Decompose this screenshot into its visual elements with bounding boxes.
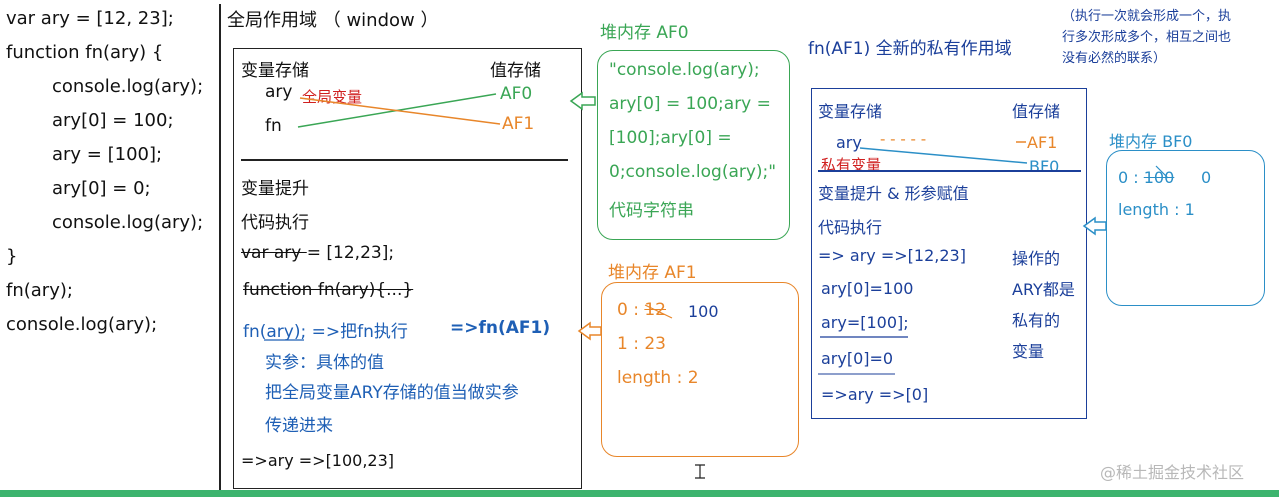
heap-af1-row-1: 1 : 23 (617, 334, 666, 354)
heap-bf0-row-0-key: 0 : (1118, 168, 1144, 187)
watermark: @稀土掘金技术社区 (1100, 463, 1245, 482)
code-line-1: var ary = [12, 23]; (6, 8, 174, 29)
heap-bf0-title: 堆内存 BF0 (1109, 132, 1193, 151)
private-var-annotation: 私有变量 (821, 156, 882, 174)
heap-af0-text-4: 0;console.log(ary);" (609, 162, 777, 182)
ary-to-af1-line (299, 97, 501, 125)
text-cursor-icon (695, 464, 705, 479)
af1-pointer-arrow-icon (577, 321, 602, 341)
code-line-5: ary = [100]; (52, 144, 163, 165)
global-call-line: fn(ary); =>把fn执行 (243, 322, 408, 342)
private-line-4: ary[0]=0 (821, 349, 894, 368)
heap-af0-box (597, 50, 790, 240)
heap-bf0-row-0-new: 0 (1201, 168, 1212, 187)
global-execution-label: 代码执行 (241, 213, 309, 233)
private-var-storage-label: 变量存储 (818, 102, 883, 121)
global-fn-var: fn (265, 116, 282, 136)
private-ary-var: ary (836, 133, 862, 152)
private-line-5: =>ary =>[0] (821, 385, 929, 404)
code-line-8: } (6, 246, 18, 267)
code-line-6: ary[0] = 0; (52, 178, 151, 199)
heap-bf0-row-0: 0 : 100 (1118, 168, 1174, 187)
code-line-3: console.log(ary); (52, 76, 204, 97)
private-side-note: 操作的 ARY都是 私有的 变量 (1012, 243, 1075, 367)
private-ary-to-bf0-line (859, 147, 1028, 164)
code-line-7: console.log(ary); (52, 212, 204, 233)
bf0-pointer-arrow-icon (1082, 216, 1107, 236)
heap-af1-row-0-key: 0 : (617, 300, 645, 320)
heap-af1-title: 堆内存 AF1 (608, 263, 697, 283)
code-divider (219, 4, 221, 490)
private-note-line-1: （执行一次就会形成一个，执 (1062, 9, 1232, 24)
heap-bf0-row-1: length : 1 (1118, 200, 1195, 219)
private-note-line-2: 行多次形成多个，相互之间也 (1062, 30, 1232, 45)
heap-af1-box (601, 282, 799, 457)
heap-af0-text-1: "console.log(ary); (609, 60, 760, 80)
global-stmt-var-value: = [12,23]; (306, 243, 395, 263)
global-ary-var: ary (265, 82, 293, 102)
heap-bf0-row-0-old: 100 (1143, 168, 1175, 187)
global-af1-value: AF1 (502, 114, 535, 134)
heap-af0-title: 堆内存 AF0 (600, 23, 689, 43)
private-scope-box (811, 88, 1087, 419)
heap-af0-text-2: ary[0] = 100;ary = (609, 94, 771, 114)
global-var-annotation: 全局变量 (302, 88, 363, 106)
global-scope-title: 全局作用域 （ window ） (227, 10, 439, 31)
private-line-3: ary=[100]; (821, 313, 909, 332)
private-line-2: ary[0]=100 (821, 279, 914, 298)
private-scope-title: fn(AF1) 全新的私有作用域 (808, 39, 1012, 59)
code-line-2: function fn(ary) { (6, 42, 164, 63)
code-line-9: fn(ary); (6, 280, 73, 301)
global-arg-line-3: 传递进来 (265, 416, 333, 436)
af1-strike-mark (644, 304, 673, 319)
global-scope-box (233, 48, 582, 489)
private-line-1: => ary =>[12,23] (818, 246, 966, 265)
global-stmt-function: function fn(ary){...} (243, 280, 414, 300)
private-side-line-3: 私有的 (1012, 311, 1061, 330)
private-af1-value: AF1 (1027, 133, 1058, 152)
code-line-10: console.log(ary); (6, 314, 158, 335)
private-hoisting-label: 变量提升 & 形参赋值 (818, 184, 969, 203)
code-line-4: ary[0] = 100; (52, 110, 174, 131)
global-result: =>ary =>[100,23] (241, 451, 395, 470)
private-separator (818, 170, 1081, 172)
private-side-line-2: ARY都是 (1012, 280, 1075, 299)
private-side-line-4: 变量 (1012, 342, 1045, 361)
global-stmt-var: var ary = [12,23]; (241, 243, 394, 263)
heap-af0-text-5: 代码字符串 (609, 201, 694, 221)
af0-pointer-arrow-icon (569, 91, 596, 111)
global-stmt-var-keyword: var ary (241, 243, 307, 263)
global-hoisting-label: 变量提升 (241, 179, 309, 199)
bottom-bar (0, 490, 1279, 497)
heap-af1-row-2: length : 2 (617, 368, 699, 388)
private-ary-dashes: - - - - - (880, 130, 927, 148)
private-side-line-1: 操作的 (1012, 249, 1061, 268)
global-af0-value: AF0 (500, 84, 533, 104)
private-execution-label: 代码执行 (818, 218, 883, 237)
private-scope-note: （执行一次就会形成一个，执 行多次形成多个，相互之间也 没有必然的联系） (1062, 6, 1231, 69)
heap-af0-text-3: [100];ary[0] = (609, 128, 732, 148)
global-call-arrow: =>fn(AF1) (450, 318, 551, 338)
private-note-line-3: 没有必然的联系） (1062, 51, 1167, 66)
heap-af1-row-0-new: 100 (688, 302, 719, 321)
private-value-storage-label: 值存储 (1012, 102, 1061, 121)
bf0-strike-mark (1155, 165, 1169, 179)
global-arg-line-2: 把全局变量ARY存储的值当做实参 (265, 383, 519, 403)
global-arg-line-1: 实参：具体的值 (265, 353, 384, 373)
global-separator (241, 159, 568, 161)
global-var-storage-label: 变量存储 (241, 61, 309, 81)
global-value-storage-label: 值存储 (490, 61, 541, 81)
